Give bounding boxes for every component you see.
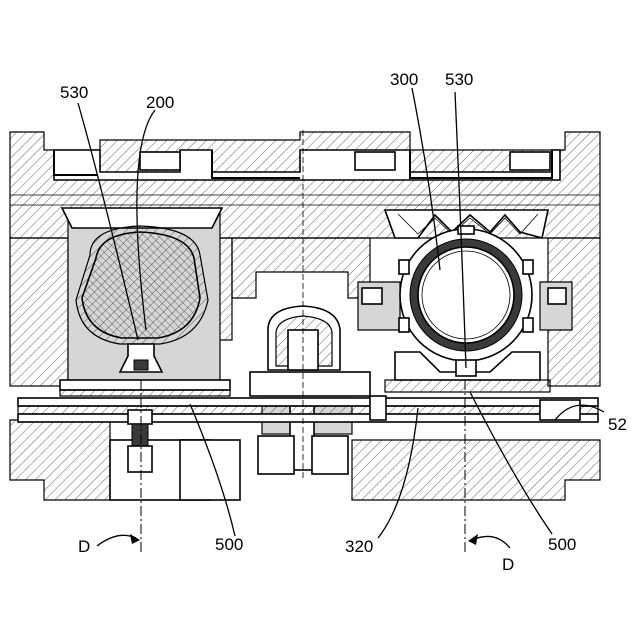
arrow-d-right xyxy=(468,534,478,545)
label-320: 320 xyxy=(345,537,373,556)
label-530-right: 530 xyxy=(445,70,473,89)
label-300: 300 xyxy=(390,70,418,89)
label-d-left: D xyxy=(78,537,90,556)
label-200: 200 xyxy=(146,93,174,112)
label-d-right: D xyxy=(502,555,514,574)
label-500-right: 500 xyxy=(548,535,576,554)
label-530-left: 530 xyxy=(60,83,88,102)
label-52: 52 xyxy=(608,415,627,434)
arrow-d-left xyxy=(130,534,140,544)
label-500-left: 500 xyxy=(215,535,243,554)
left-lens-assembly xyxy=(60,208,230,396)
